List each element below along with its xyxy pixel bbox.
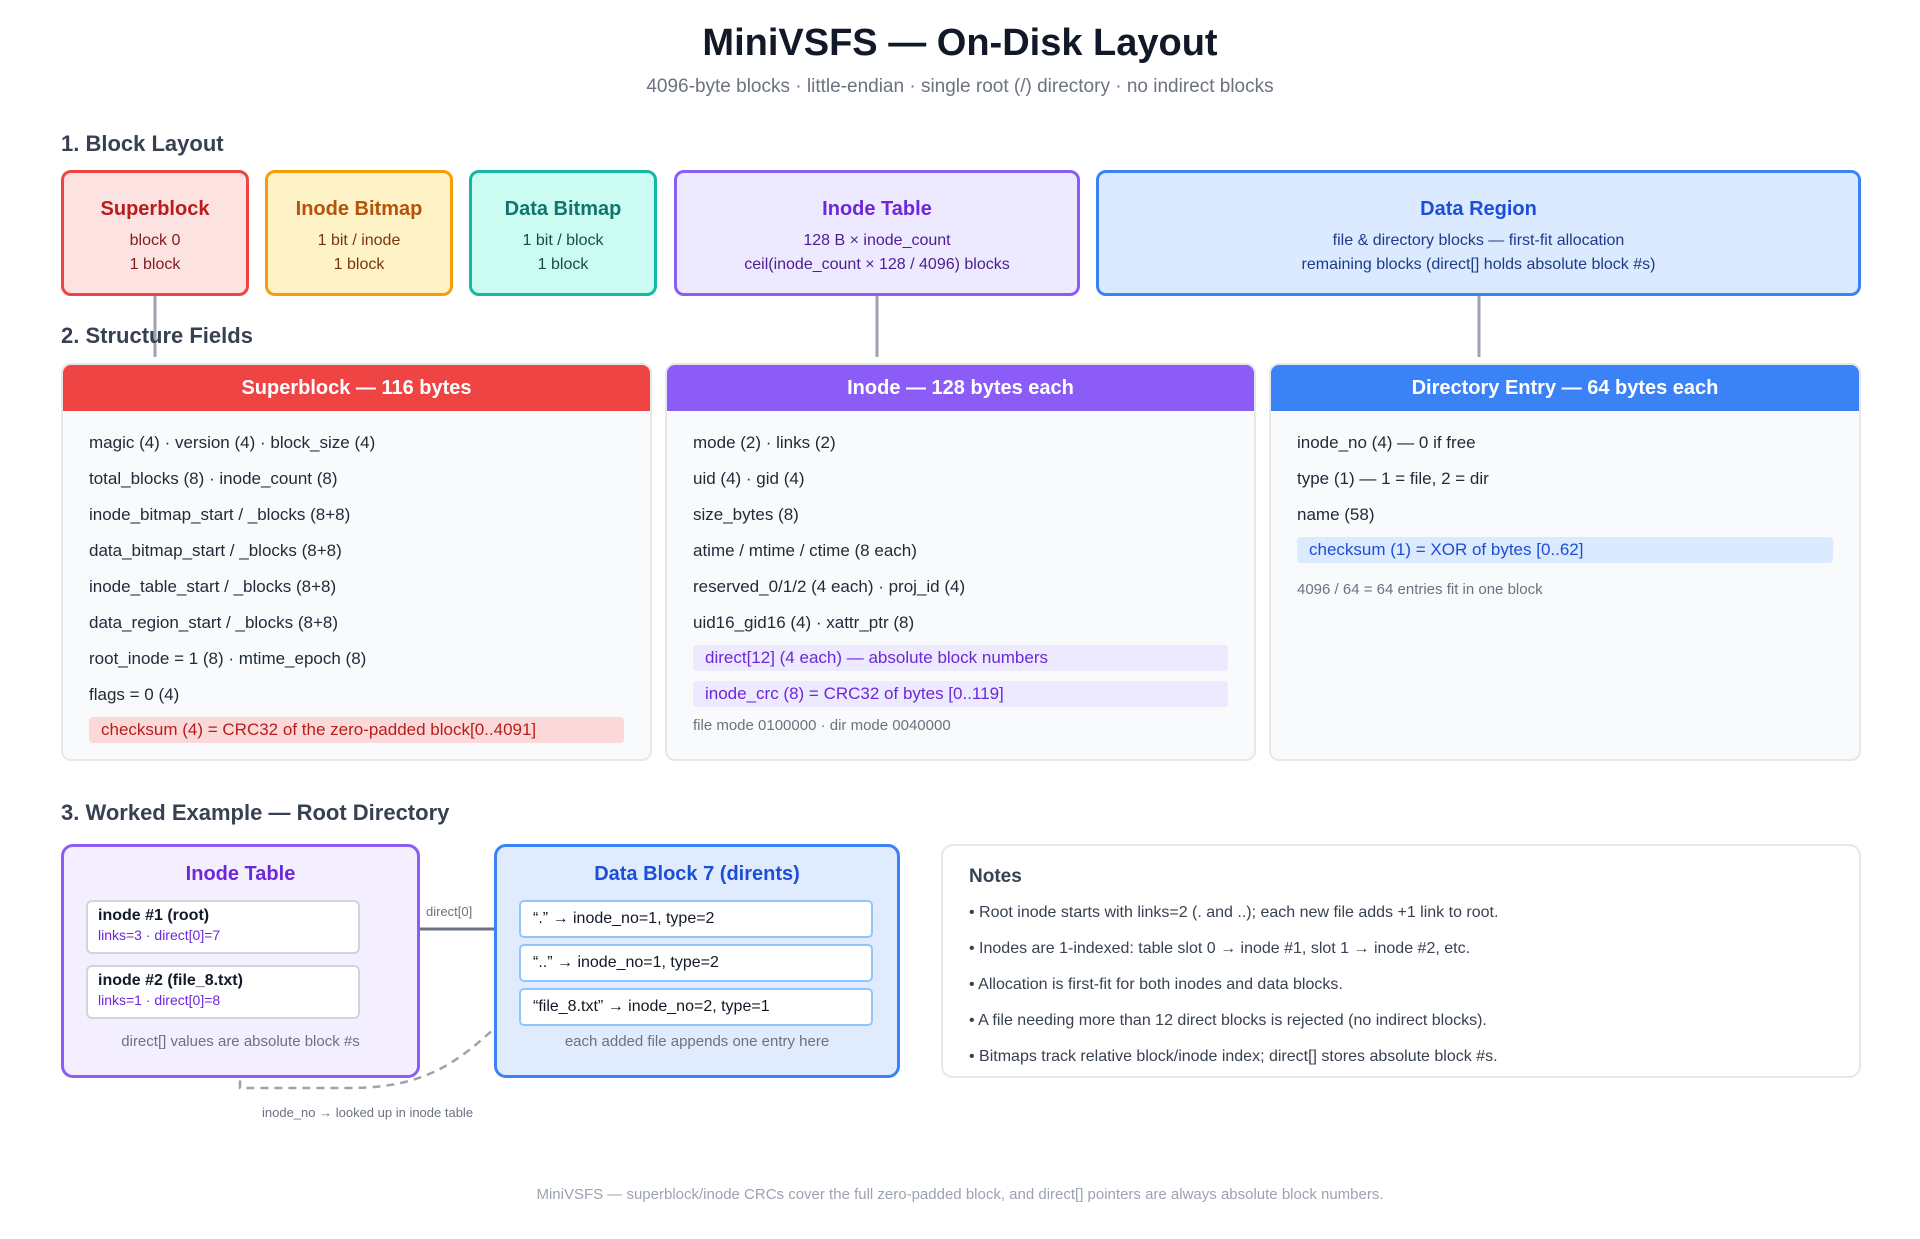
section-heading-worked-example: 3. Worked Example — Root Directory (61, 800, 450, 825)
block-size: 1 block (333, 256, 385, 273)
block-name: Superblock (100, 198, 210, 220)
panel-header: Directory Entry — 64 bytes each (1271, 365, 1859, 411)
panel-header: Superblock — 116 bytes (63, 365, 650, 411)
block-size: 1 block (129, 256, 181, 273)
example-inode-table: Inode Table inode #1 (root) links=3 · di… (61, 844, 420, 1078)
field-row: inode_bitmap_start / _blocks (8+8) (89, 505, 351, 524)
dirent-dotdot: “..” → inode_no=1, type=2 (519, 944, 873, 982)
lookup-label: inode_no → looked up in inode table (262, 1105, 474, 1120)
block-size: 1 block (537, 256, 589, 273)
note-item: • Bitmaps track relative block/inode ind… (969, 1048, 1498, 1065)
section-heading-block-layout: 1. Block Layout (61, 131, 224, 156)
dirent-file: “file_8.txt” → inode_no=2, type=1 (519, 988, 873, 1026)
field-row: type (1) — 1 = file, 2 = dir (1297, 469, 1489, 488)
block-inode-table: Inode Table 128 B × inode_count ceil(ino… (674, 170, 1080, 296)
field-row: uid (4) · gid (4) (693, 469, 805, 488)
mode-note: file mode 0100000 · dir mode 0040000 (693, 717, 951, 734)
inode-detail: links=3 · direct[0]=7 (98, 927, 221, 943)
example-data-block-title: Data Block 7 (dirents) (594, 863, 800, 885)
block-name: Data Bitmap (504, 198, 622, 220)
direct-highlight: direct[12] (4 each) — absolute block num… (693, 645, 1228, 671)
field-row: inode_table_start / _blocks (8+8) (89, 577, 337, 596)
field-row: data_bitmap_start / _blocks (8+8) (89, 541, 342, 560)
inode-card-root: inode #1 (root) links=3 · direct[0]=7 (86, 900, 360, 954)
field-row: inode_no (4) — 0 if free (1297, 433, 1476, 452)
direct-pointer-label: direct[0] (426, 904, 473, 919)
checksum-highlight: checksum (1) = XOR of bytes [0..62] (1297, 537, 1833, 563)
panel-directory-entry: Directory Entry — 64 bytes each inode_no… (1269, 363, 1861, 761)
block-superblock: Superblock block 0 1 block (61, 170, 249, 296)
block-size: remaining blocks (direct[] holds absolut… (1301, 256, 1656, 273)
field-row: flags = 0 (4) (89, 685, 180, 704)
block-name: Inode Table (822, 198, 932, 220)
inode-card-file: inode #2 (file_8.txt) links=1 · direct[0… (86, 965, 360, 1019)
panel-header: Inode — 128 bytes each (667, 365, 1254, 411)
crc-highlight: inode_crc (8) = CRC32 of bytes [0..119] (693, 681, 1228, 707)
field-row: mode (2) · links (2) (693, 433, 836, 452)
page-subtitle: 4096-byte blocks · little-endian · singl… (646, 76, 1274, 97)
section-heading-structure-fields: 2. Structure Fields (61, 323, 253, 348)
inode-detail: links=1 · direct[0]=8 (98, 992, 221, 1008)
footer-caption: MiniVSFS — superblock/inode CRCs cover t… (536, 1186, 1384, 1203)
note-item: • A file needing more than 12 direct blo… (969, 1012, 1487, 1029)
block-detail: 1 bit / block (522, 232, 604, 249)
field-row: data_region_start / _blocks (8+8) (89, 613, 339, 632)
field-row: magic (4) · version (4) · block_size (4) (89, 433, 376, 452)
field-row: root_inode = 1 (8) · mtime_epoch (8) (89, 649, 367, 668)
block-size: ceil(inode_count × 128 / 4096) blocks (744, 256, 1010, 273)
panel-superblock: Superblock — 116 bytes magic (4) · versi… (61, 363, 652, 761)
block-inode-bitmap: Inode Bitmap 1 bit / inode 1 block (265, 170, 453, 296)
block-name: Inode Bitmap (295, 198, 423, 220)
block-name: Data Region (1420, 198, 1537, 220)
entries-note: 4096 / 64 = 64 entries fit in one block (1297, 581, 1543, 598)
panel-inode: Inode — 128 bytes each mode (2) · links … (665, 363, 1256, 761)
inode-table-note: direct[] values are absolute block #s (121, 1033, 360, 1050)
example-data-block: Data Block 7 (dirents) “.” → inode_no=1,… (494, 844, 900, 1078)
inode-name: inode #2 (file_8.txt) (98, 972, 243, 989)
block-detail: 128 B × inode_count (803, 232, 951, 249)
field-row: name (58) (1297, 505, 1375, 524)
note-item: • Allocation is first-fit for both inode… (969, 976, 1343, 993)
example-inode-table-title: Inode Table (185, 863, 296, 885)
dirent-dot: “.” → inode_no=1, type=2 (519, 900, 873, 938)
field-row: uid16_gid16 (4) · xattr_ptr (8) (693, 613, 915, 632)
checksum-highlight: checksum (4) = CRC32 of the zero-padded … (89, 717, 624, 743)
page-title: MiniVSFS — On-Disk Layout (702, 22, 1218, 64)
field-row: size_bytes (8) (693, 505, 799, 524)
note-item: • Root inode starts with links=2 (. and … (969, 904, 1499, 921)
block-data-bitmap: Data Bitmap 1 bit / block 1 block (469, 170, 657, 296)
note-item: • Inodes are 1-indexed: table slot 0 → i… (969, 940, 1471, 957)
inode-name: inode #1 (root) (98, 907, 210, 924)
field-row: atime / mtime / ctime (8 each) (693, 541, 917, 560)
notes-title: Notes (969, 866, 1022, 887)
block-detail: 1 bit / inode (317, 232, 401, 249)
notes-panel: Notes • Root inode starts with links=2 (… (941, 844, 1861, 1078)
block-data-region: Data Region file & directory blocks — fi… (1096, 170, 1861, 296)
field-row: total_blocks (8) · inode_count (8) (89, 469, 338, 488)
block-detail: block 0 (129, 232, 181, 249)
field-row: reserved_0/1/2 (4 each) · proj_id (4) (693, 577, 966, 596)
block-detail: file & directory blocks — first-fit allo… (1332, 232, 1625, 249)
data-block-note: each added file appends one entry here (564, 1033, 830, 1050)
